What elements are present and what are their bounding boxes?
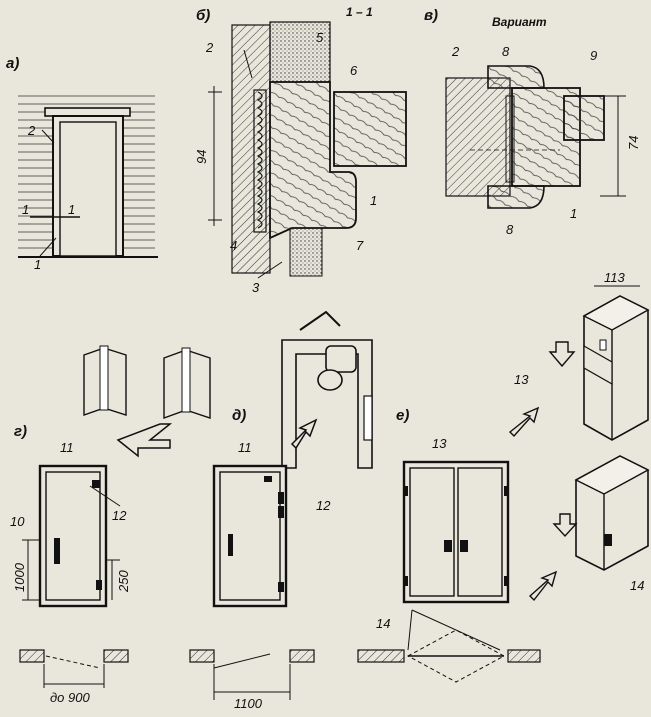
panel-a-elevation — [18, 95, 158, 258]
wall-plaster — [269, 21, 331, 83]
callout-2-b: 2 — [205, 40, 214, 55]
callout-10: 10 — [10, 514, 25, 529]
plan-e — [357, 609, 541, 683]
panel-label-g: г) — [14, 423, 27, 440]
variant-cover-bottom — [487, 185, 545, 209]
variant-wall — [445, 77, 511, 197]
iso-arrow-14 — [552, 513, 578, 538]
dim-250: 250 — [116, 570, 131, 593]
plan-g — [19, 649, 129, 688]
callout-14-e: 14 — [376, 616, 390, 631]
panel-e-double-door — [402, 460, 510, 604]
callout-13-iso: 13 — [514, 372, 529, 387]
panel-v-variant — [445, 65, 626, 209]
handle-d — [228, 534, 233, 556]
callout-7: 7 — [356, 238, 364, 253]
callout-12-d: 12 — [316, 498, 331, 513]
dim-1000: 1000 — [12, 562, 27, 592]
panel-b-section — [208, 21, 407, 279]
callout-3: 3 — [252, 280, 260, 295]
iso-arrow-14b — [528, 570, 558, 602]
callout-14-iso: 14 — [630, 578, 644, 593]
iso-detail-14 — [574, 455, 650, 571]
iso-detail-13 — [582, 285, 650, 441]
door-leaf — [59, 121, 117, 257]
panel-label-v: в) — [424, 7, 438, 24]
callout-11-g: 11 — [60, 440, 74, 455]
lintel — [44, 107, 131, 117]
dim-74: 74 — [626, 136, 641, 150]
panel-label-a: а) — [6, 55, 19, 72]
variant-cover-top — [487, 65, 545, 89]
panel-label-b: б) — [196, 7, 210, 24]
callout-12-g: 12 — [112, 508, 127, 523]
callout-1-a-bottom: 1 — [34, 257, 41, 272]
panel-label-d: д) — [232, 407, 246, 424]
section-title: 1 – 1 — [346, 5, 373, 19]
callout-1-v: 1 — [570, 206, 577, 221]
callout-1-a-top: 1 — [22, 202, 29, 217]
hinge-1 — [83, 345, 127, 416]
iso-arrow-13b — [508, 406, 540, 438]
variant-leaf — [563, 95, 605, 141]
dim-94: 94 — [194, 150, 209, 164]
callout-11-d: 11 — [238, 440, 252, 455]
callout-1-b: 1 — [370, 193, 377, 208]
wall-brick — [231, 24, 271, 274]
door-leaf-section — [333, 91, 407, 167]
dim-1100: 1100 — [234, 696, 263, 711]
callout-2-v: 2 — [451, 44, 460, 59]
callout-5: 5 — [316, 30, 324, 45]
hinge-pointer-arrow — [116, 423, 173, 458]
bottom-plaster — [289, 227, 323, 277]
seal-coil — [253, 89, 267, 233]
variant-title: Вариант — [492, 15, 547, 29]
hinge-2 — [163, 347, 211, 419]
lock-10 — [54, 538, 60, 564]
callout-8-top: 8 — [502, 44, 510, 59]
dim-900: до 900 — [50, 690, 90, 705]
iso-arrow-13 — [548, 341, 576, 368]
panel-g-door — [22, 464, 121, 608]
callout-9: 9 — [590, 48, 597, 63]
dim-113: 113 — [604, 270, 625, 285]
callout-6: 6 — [350, 63, 358, 78]
callout-8-bottom: 8 — [506, 222, 514, 237]
callout-4: 4 — [230, 238, 237, 253]
panel-label-e: е) — [396, 407, 409, 424]
plan-d — [189, 649, 315, 700]
callout-13-e: 13 — [432, 436, 447, 451]
door-box-profile — [269, 81, 357, 240]
labels: а) б) в) г) д) е) 1 – 1 Вариант 2 1 1 1 … — [6, 5, 644, 711]
callout-1-a-mid: 1 — [68, 202, 75, 217]
panel-d-door — [212, 464, 288, 608]
callout-2-a: 2 — [27, 123, 36, 138]
closer-pointer-arrow — [290, 418, 318, 450]
